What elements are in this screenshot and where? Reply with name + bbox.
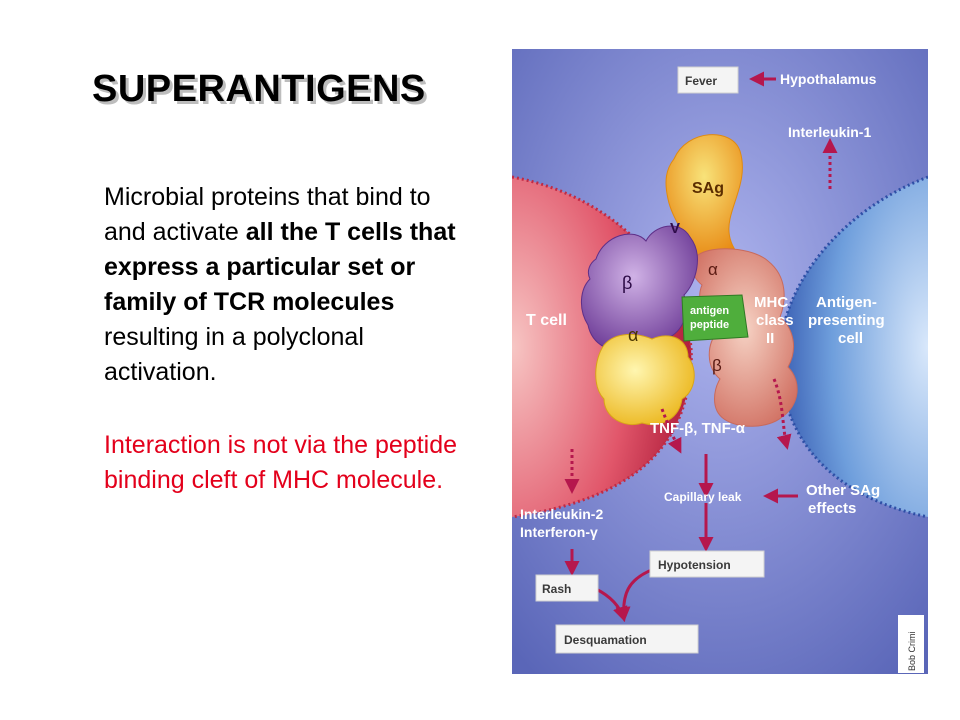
mhc-label-line1: MHC xyxy=(754,294,788,311)
tnf-label: TNF-β, TNF-α xyxy=(650,420,746,437)
mhc-beta-label: β xyxy=(712,356,722,375)
apc-label-line2: presenting xyxy=(808,312,885,329)
capillary-leak-label: Capillary leak xyxy=(664,490,742,504)
tcr-alpha-chain xyxy=(595,334,695,425)
note-paragraph: Interaction is not via the peptide bindi… xyxy=(104,431,458,494)
superantigen-molecule xyxy=(665,134,743,256)
other-sag-label-line2: effects xyxy=(808,500,856,517)
antigen-peptide-label-line1: antigen xyxy=(690,305,729,317)
fever-box: Fever xyxy=(677,66,739,94)
slide-body: Microbial proteins that bind to and acti… xyxy=(104,180,464,498)
arrow-tcell-tnf xyxy=(660,408,682,454)
arrow-apc-tnf xyxy=(772,378,792,450)
desquamation-label: Desquamation xyxy=(564,633,647,647)
mhc-label-line3: II xyxy=(766,330,774,347)
tcr-beta-label: β xyxy=(622,273,632,293)
hypotension-label: Hypotension xyxy=(658,558,731,572)
v-region-label: V xyxy=(670,220,680,237)
superantigen-figure: Fever Hypotension Rash Desquamation Hypo… xyxy=(512,49,928,674)
credit-strip xyxy=(898,615,924,673)
interleukin-2-label: Interleukin-2 xyxy=(520,506,603,522)
antigen-presenting-cell xyxy=(778,175,928,519)
slide-title: SUPERANTIGENS xyxy=(92,68,426,110)
apc-label-line1: Antigen- xyxy=(816,294,877,311)
superantigen-diagram: Fever Hypotension Rash Desquamation Hypo… xyxy=(512,49,928,674)
tcr-beta-chain xyxy=(581,225,698,353)
definition-rest: resulting in a polyclonal activation. xyxy=(104,323,364,386)
fever-label: Fever xyxy=(685,74,717,88)
tcr-alpha-label: α xyxy=(628,325,638,345)
sag-label: SAg xyxy=(692,180,724,197)
interferon-gamma-label: Interferon-γ xyxy=(520,524,598,540)
mhc-label-line2: class xyxy=(756,312,794,329)
definition-intro: Microbial proteins that bind to and acti… xyxy=(104,183,431,246)
interleukin-1-label: Interleukin-1 xyxy=(788,124,871,140)
antigen-peptide xyxy=(681,294,749,342)
mhc-alpha-label: α xyxy=(708,260,718,279)
hypotension-box: Hypotension xyxy=(649,550,765,578)
arrow-rash-desquamation xyxy=(595,587,628,622)
t-cell-label: T cell xyxy=(526,312,567,329)
hypothalamus-label: Hypothalamus xyxy=(780,71,877,87)
artist-credit: Bob Crimi xyxy=(907,631,917,671)
desquamation-box: Desquamation xyxy=(555,624,699,654)
apc-label-line3: cell xyxy=(838,330,863,347)
antigen-peptide-label-line2: peptide xyxy=(690,319,729,331)
rash-label: Rash xyxy=(542,582,571,596)
other-sag-label-line1: Other SAg xyxy=(806,482,880,499)
pathway-arrows xyxy=(564,71,838,622)
definition-emphasis: all the T cells that express a particula… xyxy=(104,218,456,316)
rash-box: Rash xyxy=(535,574,599,602)
definition-paragraph: Microbial proteins that bind to and acti… xyxy=(104,180,464,390)
